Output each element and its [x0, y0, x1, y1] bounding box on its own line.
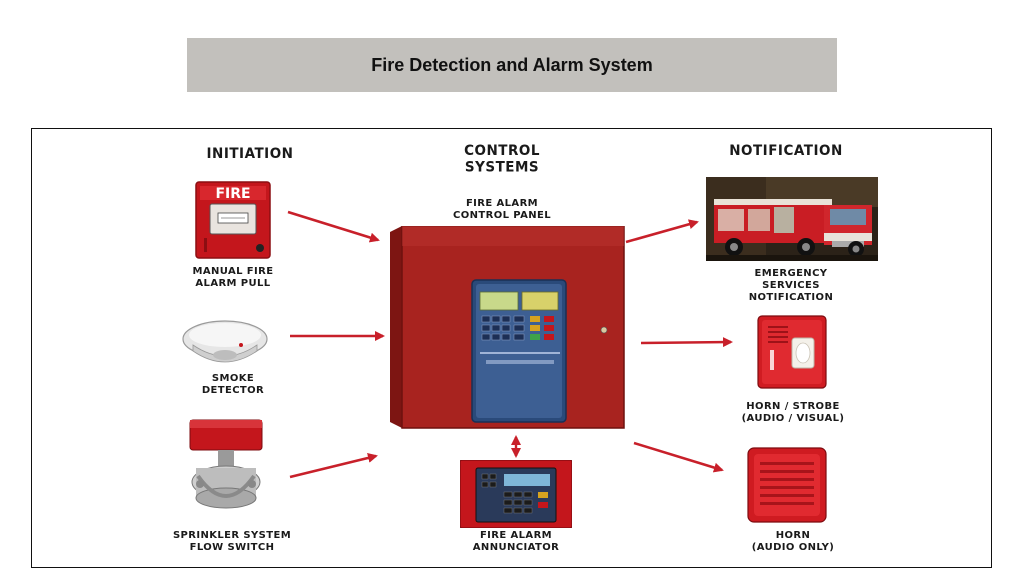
- label-horn-strobe-line1: HORN / STROBE: [746, 401, 840, 412]
- label-smoke-line2: DETECTOR: [201, 385, 265, 396]
- arrow-panel-to-strobe: [640, 337, 733, 348]
- label-horn: HORN (AUDIO ONLY): [718, 530, 868, 554]
- arrow-panel-to-emergency: [625, 219, 699, 244]
- manual-pull-station-icon: FIRE: [190, 180, 274, 260]
- label-horn-strobe-line2: (AUDIO / VISUAL): [741, 413, 845, 424]
- horn-icon: [746, 446, 828, 524]
- arrow-pull-to-panel: [287, 210, 380, 243]
- label-annunciator: FIRE ALARM ANNUNCIATOR: [446, 530, 586, 554]
- heading-control-systems: CONTROL SYSTEMS: [432, 142, 572, 176]
- fire-truck-image: [706, 177, 878, 261]
- label-smoke-detector: SMOKE DETECTOR: [170, 373, 296, 397]
- heading-control-line2: SYSTEMS: [464, 159, 540, 176]
- label-annunciator-line1: FIRE ALARM: [479, 530, 553, 541]
- arrow-sprinkler-to-panel: [289, 453, 378, 479]
- arrow-panel-to-horn: [633, 441, 724, 473]
- heading-initiation: INITIATION: [206, 145, 294, 163]
- label-manual-pull-line1: MANUAL FIRE: [192, 266, 274, 277]
- label-panel-line1: FIRE ALARM: [465, 198, 539, 209]
- sprinkler-flow-switch-icon: [182, 416, 272, 520]
- label-sprinkler: SPRINKLER SYSTEM FLOW SWITCH: [150, 530, 314, 554]
- fire-alarm-control-panel-icon: [390, 226, 626, 432]
- horn-strobe-icon: [756, 314, 828, 390]
- heading-control-line1: CONTROL: [464, 142, 540, 159]
- label-emergency: EMERGENCY SERVICES NOTIFICATION: [726, 268, 856, 304]
- label-sprinkler-line1: SPRINKLER SYSTEM: [172, 530, 292, 541]
- label-horn-line2: (AUDIO ONLY): [751, 542, 835, 553]
- label-smoke-line1: SMOKE: [211, 373, 255, 384]
- smoke-detector-icon: [181, 315, 269, 371]
- label-emergency-line3: NOTIFICATION: [748, 292, 834, 303]
- label-sprinkler-line2: FLOW SWITCH: [189, 542, 275, 553]
- label-emergency-line1: EMERGENCY: [754, 268, 828, 279]
- title-bar: Fire Detection and Alarm System: [187, 38, 837, 92]
- fire-alarm-annunciator-icon: [460, 460, 572, 528]
- label-manual-pull-line2: ALARM PULL: [195, 278, 271, 289]
- label-horn-strobe: HORN / STROBE (AUDIO / VISUAL): [718, 401, 868, 425]
- label-control-panel: FIRE ALARM CONTROL PANEL: [432, 198, 572, 222]
- label-horn-line1: HORN: [775, 530, 811, 541]
- label-emergency-line2: SERVICES: [762, 280, 820, 291]
- label-manual-pull: MANUAL FIRE ALARM PULL: [170, 266, 296, 290]
- page-title: Fire Detection and Alarm System: [371, 54, 653, 75]
- heading-notification: NOTIFICATION: [729, 142, 843, 160]
- label-panel-line2: CONTROL PANEL: [452, 210, 551, 221]
- label-annunciator-line2: ANNUNCIATOR: [472, 542, 560, 553]
- pull-station-sign: FIRE: [215, 186, 250, 202]
